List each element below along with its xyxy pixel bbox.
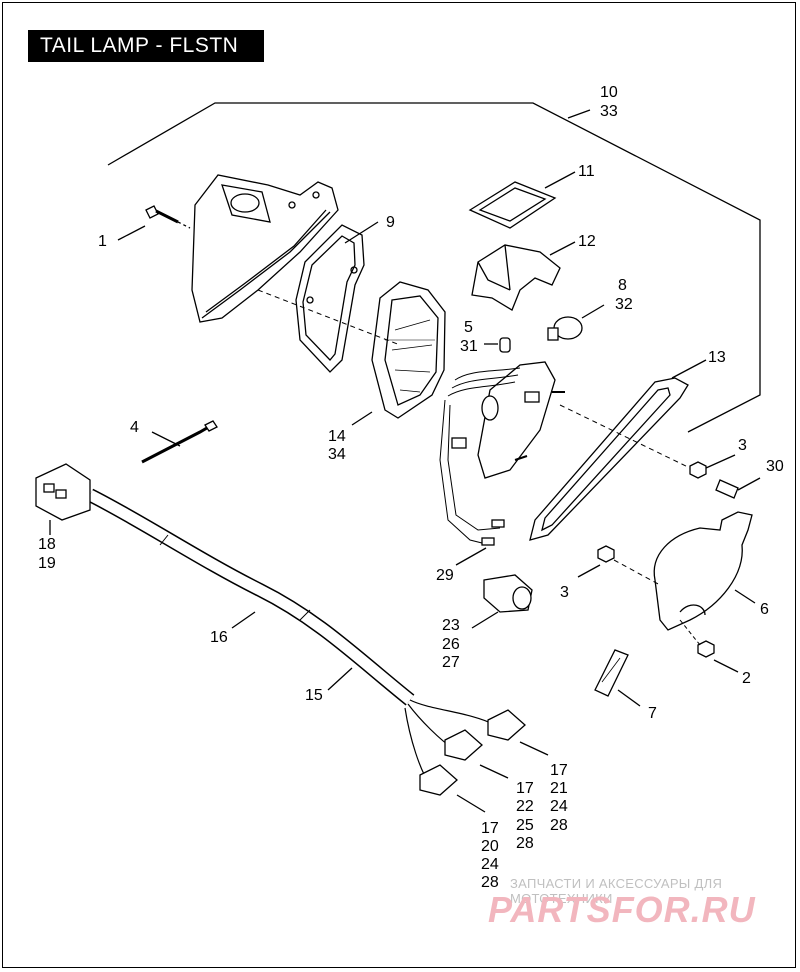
part-wire-harness xyxy=(86,488,496,786)
callout-14: 14 xyxy=(328,428,346,445)
callout-21: 21 xyxy=(550,780,568,797)
callout-24-a: 24 xyxy=(550,798,568,815)
part-clip xyxy=(594,649,641,707)
leader-line-29 xyxy=(455,547,487,566)
callout-7: 7 xyxy=(648,705,657,722)
callout-17-b: 17 xyxy=(516,780,534,797)
callout-28-c: 28 xyxy=(481,874,499,891)
watermark-brand: PARTSFOR.RU xyxy=(488,889,756,930)
callout-18: 18 xyxy=(38,536,56,553)
callout-2: 2 xyxy=(742,670,751,687)
part-seal xyxy=(529,359,707,541)
part-lens xyxy=(351,281,446,426)
callout-30: 30 xyxy=(766,458,784,475)
part-pigtail-connectors xyxy=(419,709,549,813)
callout-27: 27 xyxy=(442,654,460,671)
part-cable-strap xyxy=(141,420,218,464)
callout-11: 11 xyxy=(578,163,595,180)
callout-29: 29 xyxy=(436,567,454,584)
callout-28-a: 28 xyxy=(550,817,568,834)
callout-10: 10 xyxy=(600,84,618,101)
part-nut-small xyxy=(679,619,739,673)
callout-34: 34 xyxy=(328,446,346,463)
callout-25: 25 xyxy=(516,817,534,834)
part-main-connector xyxy=(35,463,91,535)
callout-3-lower: 3 xyxy=(560,584,569,601)
callout-13: 13 xyxy=(708,349,726,366)
callout-22: 22 xyxy=(516,798,534,815)
callout-23: 23 xyxy=(442,617,460,634)
part-bulb xyxy=(547,304,605,341)
callout-32: 32 xyxy=(615,296,633,313)
callout-20: 20 xyxy=(481,838,499,855)
callout-31: 31 xyxy=(460,338,478,355)
callout-12: 12 xyxy=(578,233,596,250)
callout-33: 33 xyxy=(600,103,618,120)
part-housing xyxy=(191,174,339,323)
watermark-tagline: ЗАПЧАСТИ И АКСЕССУАРЫ ДЛЯ МОТОТЕХНИКИ xyxy=(510,876,723,906)
part-small-bulb xyxy=(484,337,511,353)
callout-8: 8 xyxy=(618,277,627,294)
diagram-title: TAIL LAMP - FLSTN xyxy=(28,30,264,62)
callout-28-b: 28 xyxy=(516,835,534,852)
callout-26: 26 xyxy=(442,636,460,653)
part-cap xyxy=(715,477,761,499)
callout-24-b: 24 xyxy=(481,856,499,873)
part-gasket xyxy=(295,221,379,373)
assembly-bracket xyxy=(107,102,761,433)
callout-5: 5 xyxy=(464,319,473,336)
callout-1: 1 xyxy=(98,233,107,250)
part-connector xyxy=(471,574,533,629)
callout-17-a: 17 xyxy=(550,762,568,779)
part-nut-upper xyxy=(559,404,736,479)
callout-3-upper: 3 xyxy=(738,437,747,454)
callout-19: 19 xyxy=(38,555,56,572)
callout-6: 6 xyxy=(760,601,769,618)
callout-16: 16 xyxy=(210,629,228,646)
callout-4: 4 xyxy=(130,419,139,436)
part-screw xyxy=(117,205,191,241)
part-small-gasket xyxy=(468,171,576,229)
part-shield xyxy=(471,241,576,311)
part-nut-lower xyxy=(577,545,661,586)
callout-15: 15 xyxy=(305,687,323,704)
part-socket-plate xyxy=(439,361,565,546)
part-cover xyxy=(653,511,756,631)
callout-9: 9 xyxy=(386,214,395,231)
callout-17-c: 17 xyxy=(481,820,499,837)
